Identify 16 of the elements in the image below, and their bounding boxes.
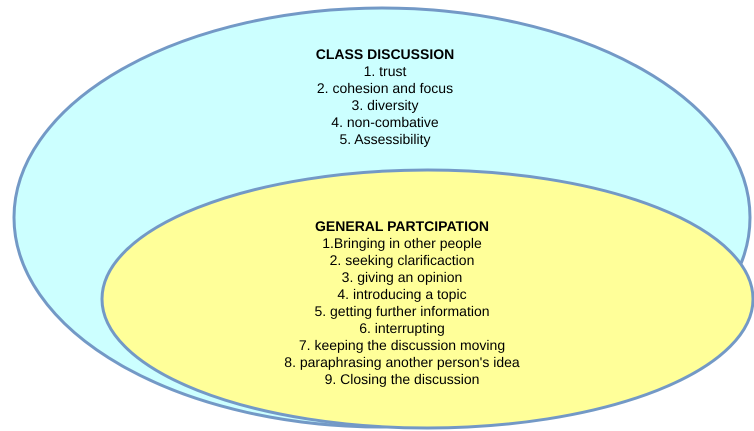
list-item: 5. Assessibility <box>338 131 432 148</box>
list-item: 5. getting further information <box>313 303 491 320</box>
list-item: 1.Bringing in other people <box>321 235 483 252</box>
list-item: 4. non-combative <box>330 114 440 131</box>
heading: GENERAL PARTCIPATION <box>314 218 490 235</box>
list-item: 6. interrupting <box>358 320 446 337</box>
list-item: 8. paraphrasing another person's idea <box>283 354 521 371</box>
heading: CLASS DISCUSSION <box>314 46 456 63</box>
list-item: 2. seeking clarificaction <box>328 252 476 269</box>
list-item: 1. trust <box>362 63 408 80</box>
list-item: 3. giving an opinion <box>340 269 464 286</box>
list-item: 3. diversity <box>350 97 420 114</box>
list-item: 4. introducing a topic <box>336 286 468 303</box>
list-item: 2. cohesion and focus <box>316 80 454 97</box>
list-item: 9. Closing the discussion <box>324 371 480 388</box>
list-item: 7. keeping the discussion moving <box>298 337 506 354</box>
